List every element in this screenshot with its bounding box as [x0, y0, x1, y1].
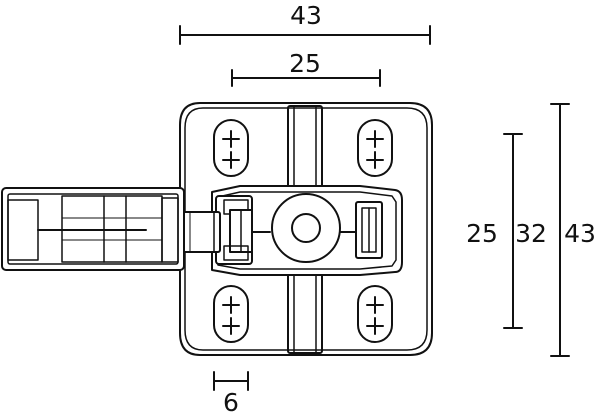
mounting-slot-bottom-right	[357, 285, 393, 343]
right-clip	[355, 201, 383, 259]
center-hole-outer	[271, 193, 341, 263]
hinge-arm	[1, 187, 185, 271]
dim-height-mid	[503, 133, 523, 329]
dim-height-outer	[550, 103, 570, 357]
dim-height-outer-label: 43	[564, 219, 596, 248]
center-hole-inner	[291, 213, 321, 243]
mounting-slot-top-left	[213, 119, 249, 177]
hinge-housing	[211, 185, 403, 276]
dim-top-width-label: 43	[290, 1, 322, 30]
mounting-slot-top-right	[357, 119, 393, 177]
left-mechanism	[215, 195, 253, 265]
dim-bottom-width: 6	[213, 371, 249, 417]
dim-height-inner-label: 25	[466, 219, 498, 248]
mounting-slot-bottom-left	[213, 285, 249, 343]
dim-top-width: 43	[179, 1, 431, 45]
dim-height-mid-label: 32	[515, 219, 547, 248]
dim-bottom-width-label: 6	[223, 388, 239, 417]
dim-inner-width: 25	[231, 49, 381, 87]
dim-inner-width-label: 25	[289, 49, 321, 78]
